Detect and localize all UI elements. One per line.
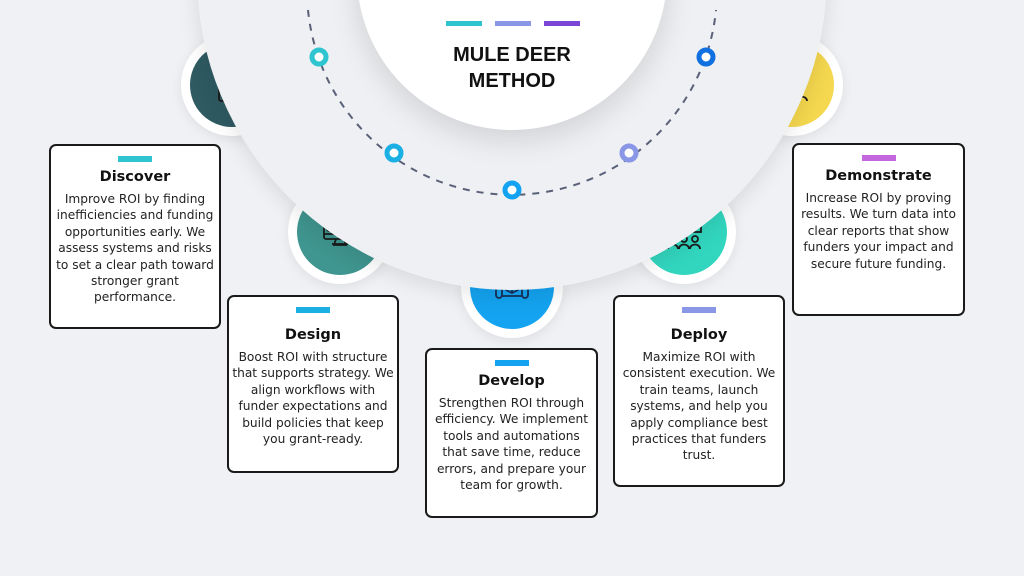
card-description: Increase ROI by proving results. We turn… — [801, 191, 956, 271]
dashed-arc-path — [307, 9, 717, 196]
header-bar-teal — [446, 21, 482, 26]
card-accent-bar — [296, 307, 330, 313]
step-card-discover: Discover Improve ROI by finding ineffici… — [49, 144, 221, 329]
title-line-1: MULE DEER — [453, 44, 571, 66]
timeline-marker-discover — [309, 47, 329, 67]
card-title: Discover — [99, 169, 171, 185]
step-card-deploy: Deploy Maximize ROI with consistent exec… — [613, 295, 785, 487]
card-accent-bar — [494, 360, 529, 366]
card-description: Maximize ROI with consistent execution. … — [622, 350, 776, 463]
card-title: Develop — [478, 373, 545, 389]
timeline-marker-deploy — [619, 143, 639, 163]
card-description: Boost ROI with structure that supports s… — [232, 350, 394, 447]
card-accent-bar — [861, 155, 896, 161]
step-card-develop: Develop Strengthen ROI through efficienc… — [425, 348, 598, 518]
card-title: Deploy — [670, 327, 728, 343]
timeline-marker-develop — [502, 180, 522, 200]
card-title: Design — [284, 327, 342, 343]
card-accent-bar — [682, 307, 716, 313]
card-title: Demonstrate — [825, 168, 932, 184]
header-bar-periwinkle — [495, 21, 531, 26]
card-description: Improve ROI by finding inefficiencies an… — [56, 192, 214, 305]
title-line-2: METHOD — [468, 70, 556, 92]
card-description: Strengthen ROI through efficiency. We im… — [435, 396, 588, 493]
card-accent-bar — [118, 156, 152, 162]
timeline-marker-demonstrate — [696, 47, 716, 67]
header-color-bars — [446, 21, 580, 26]
page-title: MULE DEER METHOD — [410, 42, 614, 94]
step-card-demonstrate: Demonstrate Increase ROI by proving resu… — [792, 143, 965, 316]
step-card-design: Design Boost ROI with structure that sup… — [227, 295, 399, 473]
header-bar-purple — [544, 21, 580, 26]
timeline-marker-design — [384, 143, 404, 163]
